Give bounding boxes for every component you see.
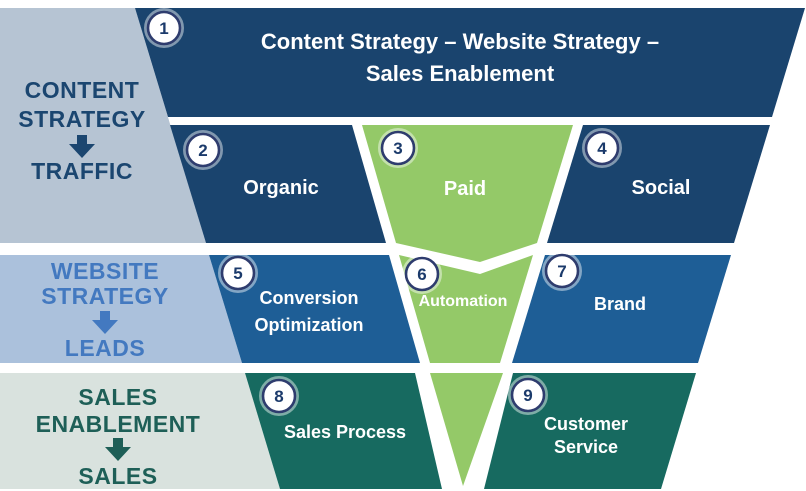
label-brand: Brand <box>594 294 646 314</box>
step-circle-5: 5 <box>218 253 258 293</box>
step-number: 6 <box>417 265 426 284</box>
panel2-heading-line2: STRATEGY <box>41 283 169 309</box>
label-conversion-line2: Optimization <box>255 315 364 335</box>
panel1-heading-line2: STRATEGY <box>18 106 146 132</box>
step-number: 9 <box>523 386 532 405</box>
panel3-heading-line1: SALES <box>78 384 157 410</box>
step-number: 3 <box>393 139 402 158</box>
step-circle-3: 3 <box>378 128 418 168</box>
panel1-outcome: TRAFFIC <box>31 158 133 184</box>
panel1-heading-line1: CONTENT <box>25 77 140 103</box>
panel-content-strategy <box>0 8 206 243</box>
banner-title-line1: Content Strategy – Website Strategy – <box>261 29 659 54</box>
panel2-heading-line1: WEBSITE <box>51 258 159 284</box>
banner-title-line2: Sales Enablement <box>366 61 555 86</box>
section-organic <box>170 125 386 243</box>
funnel-tip-triangle <box>430 373 503 486</box>
section-conversion-optimization <box>209 255 420 363</box>
step-number: 2 <box>198 141 207 160</box>
step-circle-2: 2 <box>183 130 223 170</box>
down-arrow-icon <box>105 438 131 461</box>
step-circle-9: 9 <box>508 375 548 415</box>
panel3-heading-line2: ENABLEMENT <box>36 411 201 437</box>
label-customer-service-line1: Customer <box>544 414 628 434</box>
step-circle-4: 4 <box>582 128 622 168</box>
label-automation: Automation <box>419 293 508 310</box>
step-circle-7: 7 <box>542 251 582 291</box>
step-circle-8: 8 <box>259 376 299 416</box>
panel3-outcome: SALES <box>78 463 157 489</box>
panel-website-strategy <box>0 255 242 363</box>
section-top-banner <box>135 8 805 117</box>
label-customer-service-line2: Service <box>554 437 618 457</box>
panel-sales-enablement <box>0 373 280 489</box>
step-number: 4 <box>597 139 607 158</box>
label-sales-process: Sales Process <box>284 422 406 442</box>
step-circle-1: 1 <box>144 8 184 48</box>
step-number: 5 <box>233 264 242 283</box>
step-number: 1 <box>159 19 168 38</box>
down-arrow-icon <box>69 135 95 158</box>
down-arrow-icon <box>92 311 118 334</box>
label-conversion-line1: Conversion <box>259 288 358 308</box>
label-organic: Organic <box>243 177 319 199</box>
label-social: Social <box>632 177 691 199</box>
section-paid <box>362 125 573 262</box>
step-number: 7 <box>557 262 566 281</box>
label-paid: Paid <box>444 178 486 200</box>
step-circle-6: 6 <box>402 254 442 294</box>
step-number: 8 <box>274 387 283 406</box>
panel2-outcome: LEADS <box>65 335 145 361</box>
